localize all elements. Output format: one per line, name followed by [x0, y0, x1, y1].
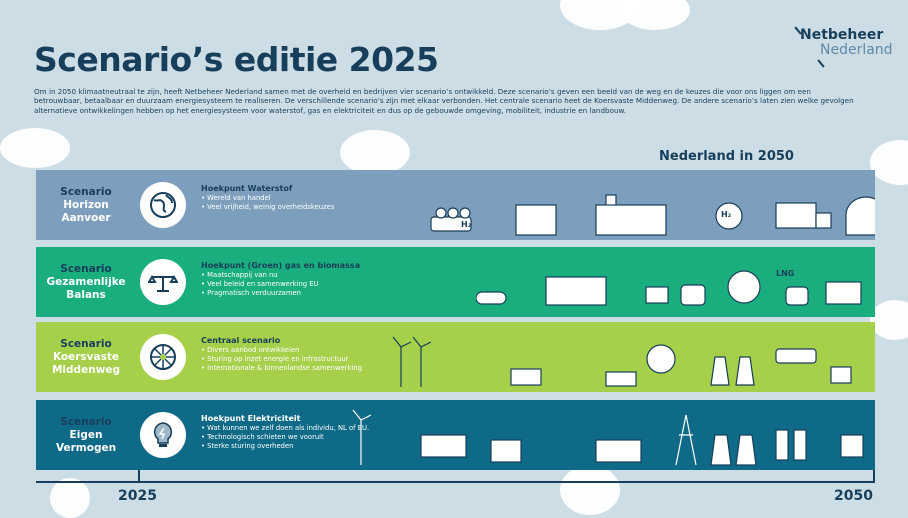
- compass-wheel-icon: [140, 334, 186, 380]
- future-label: Nederland in 2050: [659, 149, 794, 164]
- timeline-axis: [36, 481, 875, 483]
- netbeheer-logo: Netbeheer Nederland: [794, 26, 893, 68]
- lightbulb-icon: [140, 412, 186, 458]
- timeline-end-year: 2050: [834, 488, 873, 504]
- intro-text: Om in 2050 klimaatneutraal te zijn, heef…: [34, 87, 854, 115]
- mixed-energy-illustration: [392, 336, 852, 387]
- globe-icon: [140, 182, 186, 228]
- timeline-tick-2050: [873, 470, 875, 482]
- page-title: Scenario’s editie 2025: [34, 40, 439, 79]
- electricity-illustration: [352, 409, 864, 466]
- hydrogen-industry-illustration: [430, 194, 875, 236]
- balance-scale-icon: [140, 259, 186, 305]
- timeline-tick-2025: [138, 470, 140, 482]
- timeline-start-year: 2025: [118, 488, 157, 504]
- green-gas-illustration: [476, 270, 862, 306]
- scenario-description: Hoekpunt Waterstof• Wereld van handel• V…: [201, 184, 335, 211]
